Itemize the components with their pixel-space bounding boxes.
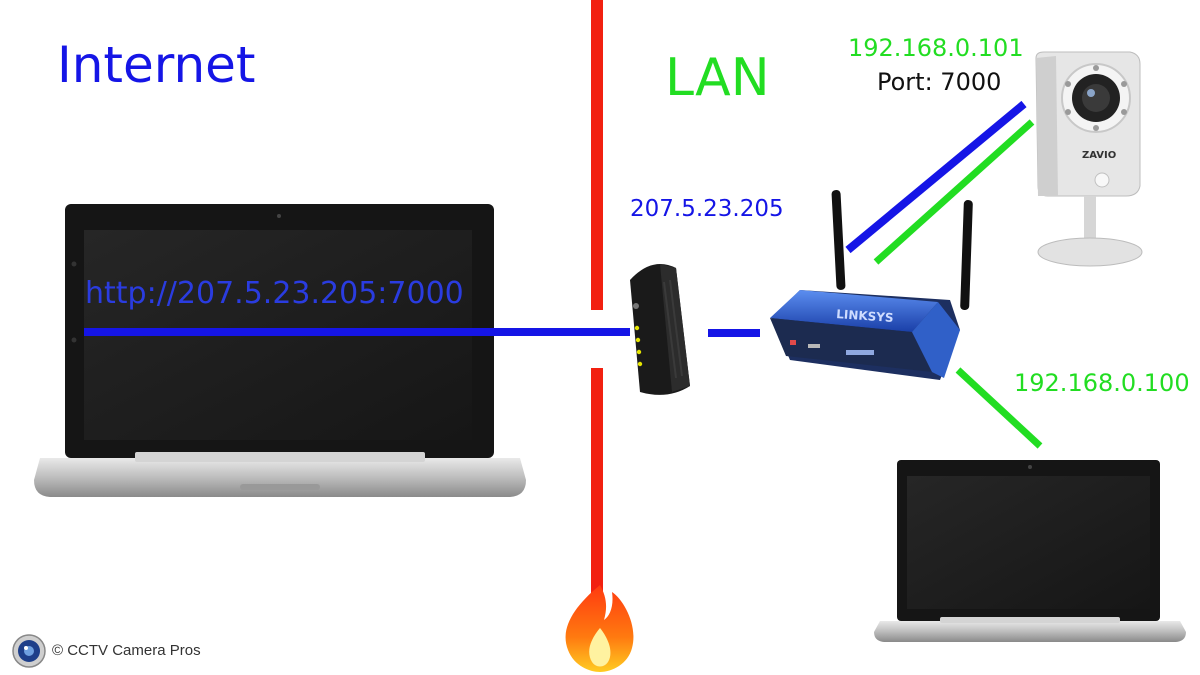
ip-camera: ZAVIO — [1035, 51, 1143, 267]
camera-base — [1037, 237, 1143, 267]
laptop-base — [874, 621, 1186, 642]
laptop-base — [34, 458, 526, 497]
camera-blue-line — [845, 100, 1027, 254]
camera-lens-logo-icon — [12, 634, 46, 668]
cable-modem — [630, 264, 690, 395]
laptop-green-line — [955, 367, 1043, 449]
wireless-router: LINKSYS — [770, 190, 973, 380]
laptop-webcam — [277, 214, 281, 218]
connections — [84, 100, 1043, 449]
camera-stand — [1084, 196, 1096, 246]
internet-laptop — [34, 204, 526, 497]
router-antenna-right — [960, 200, 973, 311]
lan-zone-label: LAN — [665, 48, 770, 108]
url-label: http://207.5.23.205:7000 — [85, 276, 464, 311]
camera-green-line — [873, 119, 1035, 265]
router-brand-label: LINKSYS — [836, 307, 894, 325]
camera-port-label: Port: 7000 — [877, 68, 1002, 96]
wan-ip-label: 207.5.23.205 — [630, 196, 784, 222]
lan-laptop — [874, 460, 1186, 642]
firewall — [565, 0, 634, 672]
laptop-webcam — [1028, 465, 1032, 469]
laptop-ip-label: 192.168.0.100 — [1014, 369, 1190, 397]
laptop-screen — [907, 476, 1150, 609]
camera-ip-label: 192.168.0.101 — [848, 34, 1024, 62]
copyright-label: © CCTV Camera Pros — [52, 642, 201, 659]
firewall-line-top — [591, 0, 603, 310]
camera-brand-label: ZAVIO — [1082, 150, 1116, 161]
flame-icon — [565, 585, 634, 672]
internet-zone-label: Internet — [57, 36, 256, 94]
router-antenna-left — [831, 190, 846, 290]
firewall-line-bottom — [591, 368, 603, 630]
